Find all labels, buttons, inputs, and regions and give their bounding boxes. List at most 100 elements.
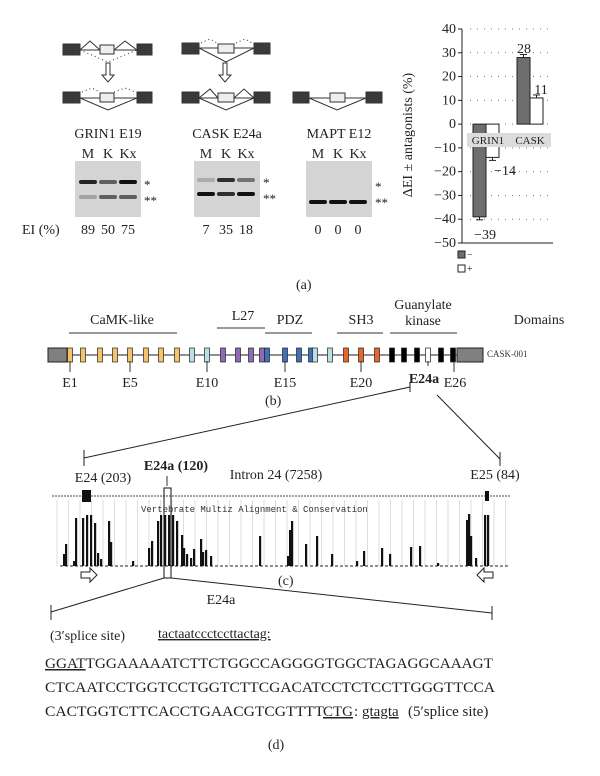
y-tick-label: 10 bbox=[442, 93, 456, 108]
ei-value: 0 bbox=[335, 223, 342, 238]
conservation-peak bbox=[470, 536, 473, 566]
exon-label: E5 bbox=[122, 376, 138, 391]
exon-e24a-box bbox=[163, 487, 172, 579]
exon-camk bbox=[174, 347, 180, 363]
gel-title: GRIN1 E19 bbox=[74, 127, 141, 142]
conservation-peak bbox=[291, 521, 294, 566]
data-label: 11 bbox=[534, 83, 547, 98]
conservation-peak bbox=[287, 556, 290, 566]
gel-band bbox=[237, 192, 255, 196]
e25-label: E25 (84) bbox=[470, 468, 520, 483]
exon-sh3 bbox=[358, 347, 364, 363]
category-label-bg bbox=[467, 133, 509, 147]
exon-camk bbox=[97, 347, 103, 363]
band-label-upper: * bbox=[144, 177, 151, 192]
e24a-label: E24a (120) bbox=[144, 459, 209, 474]
conservation-peak bbox=[172, 515, 175, 566]
gel-band bbox=[197, 178, 215, 182]
conservation-peak bbox=[210, 556, 213, 566]
ei-value: 35 bbox=[219, 223, 233, 238]
gel-band bbox=[119, 180, 137, 184]
lane-label: Kx bbox=[237, 147, 254, 162]
exon-alt bbox=[425, 347, 431, 363]
y-tick-label: −40 bbox=[434, 212, 456, 227]
data-label: −14 bbox=[494, 164, 516, 179]
mapt-diagram bbox=[292, 91, 383, 111]
exon-light bbox=[189, 347, 195, 363]
conservation-peak bbox=[168, 515, 171, 566]
conservation-peak bbox=[82, 518, 85, 566]
exon-light bbox=[312, 347, 318, 363]
exon-gk bbox=[450, 347, 456, 363]
gel-band bbox=[99, 195, 117, 199]
conservation-peak bbox=[419, 546, 422, 566]
stop-underline: CTG bbox=[323, 704, 353, 720]
ei-value: 0 bbox=[355, 223, 362, 238]
domain-annotations: CaMK-like L27 PDZ SH3 Guanylate kinase D… bbox=[69, 298, 564, 334]
conservation-peak bbox=[202, 552, 205, 566]
conservation-peak bbox=[186, 554, 189, 566]
exon-camk bbox=[112, 347, 118, 363]
sequence-line-3: CACTGGTCTTCACCTGAACGTCGTTTT bbox=[45, 704, 324, 720]
exon-camk bbox=[158, 347, 164, 363]
y-axis-label: ΔEI ± antagonists (%) bbox=[401, 72, 416, 197]
gel-band bbox=[237, 178, 255, 182]
data-label: −39 bbox=[474, 228, 496, 243]
lane-label: M bbox=[200, 147, 213, 162]
splice5-label: (5′splice site) bbox=[408, 704, 488, 720]
legend-swatch bbox=[457, 264, 466, 273]
exon-labels: E1 E5 E10 E15 E20 E24a E26 bbox=[62, 361, 466, 391]
sequence-line-1: GGATTGGAAAAATCTTCTGGCCAGGGGTGGCTAGAGGCAA… bbox=[45, 656, 493, 672]
gel-image bbox=[306, 161, 372, 217]
conservation-peak bbox=[65, 544, 68, 566]
conservation-peak bbox=[183, 548, 186, 566]
category-label: GRIN1 bbox=[472, 135, 504, 147]
conservation-peak bbox=[363, 551, 366, 566]
conservation-peak bbox=[108, 521, 111, 566]
conservation-peak bbox=[100, 559, 103, 566]
conservation-peak bbox=[193, 549, 196, 566]
donor-sequence: gtagta bbox=[362, 704, 399, 720]
exon-gk bbox=[438, 347, 444, 363]
zoom-connector-bc bbox=[83, 382, 501, 466]
conservation-peak bbox=[157, 521, 160, 566]
conservation-peak bbox=[316, 536, 319, 566]
e24a-exon-label: E24a bbox=[207, 593, 237, 608]
exon-gk bbox=[414, 347, 420, 363]
exon-light bbox=[204, 347, 210, 363]
conservation-peak bbox=[181, 535, 184, 566]
lane-label: K bbox=[103, 147, 113, 162]
exon-sh3 bbox=[374, 347, 380, 363]
conservation-peak bbox=[110, 542, 113, 566]
gel-band bbox=[217, 192, 235, 196]
legend-label: + bbox=[467, 264, 473, 275]
conservation-peak bbox=[148, 548, 151, 566]
gel-band bbox=[217, 178, 235, 182]
panel-a-label: (a) bbox=[296, 278, 312, 293]
domain-kinase: kinase bbox=[405, 314, 441, 329]
sequence-line-2: CTCAATCCTGGTCCTGGTCTTCGACATCCTCTCCTTGGGT… bbox=[45, 680, 495, 696]
ei-label: EI (%) bbox=[22, 223, 60, 238]
exon-pdz bbox=[282, 347, 288, 363]
gel-band bbox=[119, 195, 137, 199]
conservation-peak bbox=[63, 554, 66, 566]
conservation-peak bbox=[410, 547, 413, 566]
exon-pdz bbox=[264, 347, 270, 363]
exon-label: E1 bbox=[62, 376, 78, 391]
panel-b-label: (b) bbox=[265, 394, 282, 409]
band-label-lower: ** bbox=[375, 195, 388, 210]
exon-gk bbox=[389, 347, 395, 363]
lane-label: Kx bbox=[349, 147, 366, 162]
legend-label: − bbox=[467, 250, 473, 261]
reverse-primer-arrow-icon bbox=[476, 566, 494, 584]
gel-title: MAPT E12 bbox=[307, 127, 372, 142]
lane-label: K bbox=[333, 147, 343, 162]
conservation-peak bbox=[484, 515, 487, 566]
conservation-peak bbox=[475, 558, 478, 566]
exon-camk bbox=[127, 347, 133, 363]
e24-label: E24 (203) bbox=[75, 471, 132, 486]
gel-title: CASK E24a bbox=[192, 127, 262, 142]
cask-gene-model bbox=[47, 347, 484, 363]
exon-light bbox=[327, 347, 333, 363]
